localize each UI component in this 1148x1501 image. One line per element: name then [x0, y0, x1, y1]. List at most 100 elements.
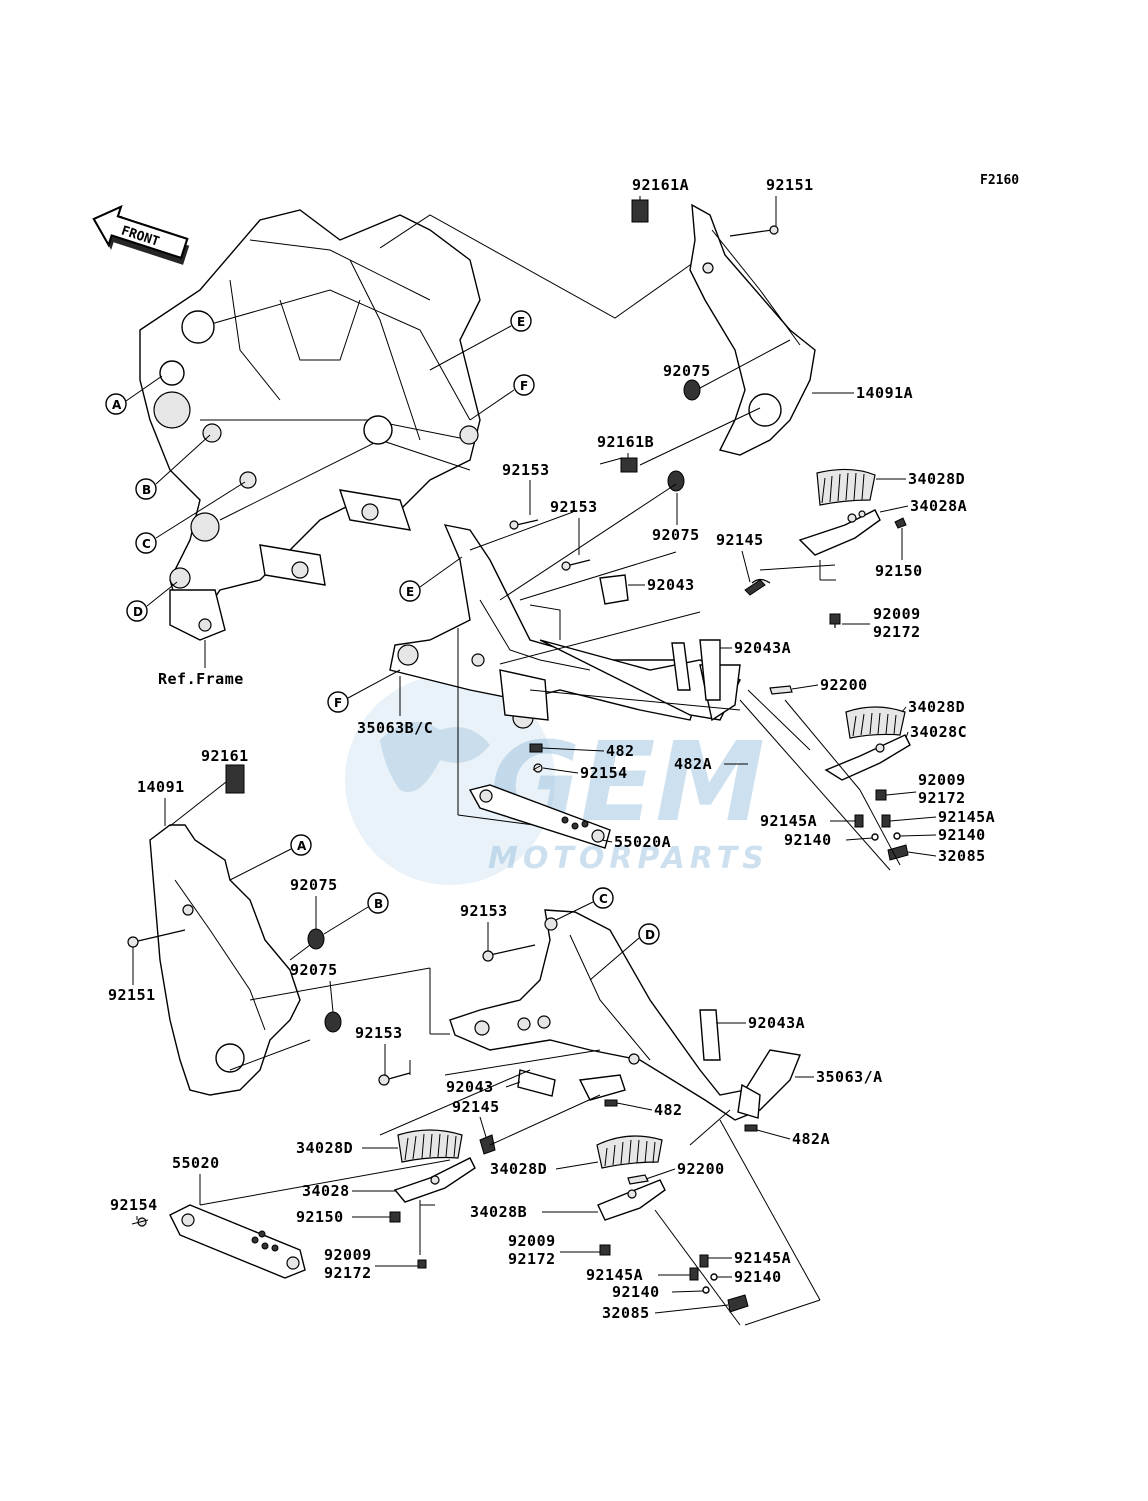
svg-text:E: E [517, 315, 525, 329]
bolt-92151-icon [729, 229, 773, 237]
label-55020a: 55020A [614, 833, 671, 851]
heel-guard-55020a [468, 763, 611, 849]
svg-text:F: F [334, 696, 342, 710]
svg-text:D: D [133, 605, 143, 619]
label-92043a-b: 92043A [748, 1014, 805, 1032]
label-92172-d: 92172 [508, 1250, 556, 1268]
callout-f-frame: F [469, 374, 535, 421]
right-bracket-35063bc [389, 483, 741, 834]
label-92009-c: 92009 [324, 1246, 372, 1264]
label-92153-b: 92153 [550, 498, 598, 516]
left-cover-14091 [127, 764, 431, 1096]
callout-e-frame: E [429, 310, 532, 371]
label-92161a: 92161A [632, 176, 689, 194]
label-482-b: 482 [654, 1101, 683, 1119]
callout-b-left-cover: B [323, 892, 389, 935]
watermark-sub: MOTORPARTS [488, 841, 769, 876]
label-482a-a: 482A [674, 755, 712, 773]
svg-text:A: A [297, 839, 307, 853]
label-92150-a: 92150 [875, 562, 923, 580]
label-34028a: 34028A [910, 497, 967, 515]
label-92200-a: 92200 [820, 676, 868, 694]
svg-text:C: C [142, 537, 151, 551]
label-92145a-d: 92145A [586, 1266, 643, 1284]
label-34028c: 34028C [910, 723, 967, 741]
reference-frame: Ref.Frame [139, 209, 701, 688]
grommet-92161b-icon [620, 457, 638, 473]
callout-c-lower: C [555, 887, 614, 921]
left-passenger-footpeg [596, 1135, 821, 1326]
svg-text:C: C [599, 892, 608, 906]
label-35063bc: 35063B/C [357, 719, 433, 737]
label-34028b: 34028B [470, 1203, 527, 1221]
label-32085-b: 32085 [602, 1304, 650, 1322]
callout-c-left: C [135, 481, 246, 554]
callout-d-lower: D [589, 923, 660, 981]
pin-92043-icon [599, 574, 629, 605]
diagram-code: F2160 [980, 173, 1019, 188]
front-arrow-icon: FRONT [92, 204, 190, 265]
label-92154-b: 92154 [110, 1196, 158, 1214]
label-92153-a: 92153 [502, 461, 550, 479]
svg-text:F: F [520, 379, 528, 393]
label-92151-b: 92151 [108, 986, 156, 1004]
label-92145a-a: 92145A [760, 812, 817, 830]
label-92075-a: 92075 [663, 362, 711, 380]
label-55020: 55020 [172, 1154, 220, 1172]
label-92009-a: 92009 [873, 605, 921, 623]
svg-text:E: E [406, 585, 414, 599]
label-34028d-b: 34028D [908, 698, 965, 716]
callout-d-left: D [126, 581, 178, 622]
label-92075-c: 92075 [290, 876, 338, 894]
svg-text:B: B [142, 483, 151, 497]
label-92075-d: 92075 [290, 961, 338, 979]
callout-b-left: B [135, 434, 211, 500]
left-rider-footpeg [389, 1129, 476, 1269]
collar-92075-icon [683, 379, 701, 401]
label-92043-b: 92043 [446, 1078, 494, 1096]
label-92172-a: 92172 [873, 623, 921, 641]
label-92140-d: 92140 [612, 1283, 660, 1301]
label-92150-b: 92150 [296, 1208, 344, 1226]
heel-guard-55020 [131, 1204, 306, 1279]
label-92145-b: 92145 [452, 1098, 500, 1116]
right-cover-14091a [599, 199, 816, 492]
label-92009-b: 92009 [918, 771, 966, 789]
label-92145a-c: 92145A [734, 1249, 791, 1267]
callout-a-left-cover: A [229, 834, 312, 881]
label-92075-b: 92075 [652, 526, 700, 544]
label-92140-c: 92140 [734, 1268, 782, 1286]
label-34028d-d: 34028D [490, 1160, 547, 1178]
label-14091: 14091 [137, 778, 185, 796]
label-34028: 34028 [302, 1182, 350, 1200]
ref-frame-label: Ref.Frame [158, 670, 244, 688]
label-35063a: 35063/A [816, 1068, 883, 1086]
label-92172-c: 92172 [324, 1264, 372, 1282]
label-14091a: 14091A [856, 384, 913, 402]
label-92145-a: 92145 [716, 531, 764, 549]
svg-text:B: B [374, 897, 383, 911]
pin-92043a-icon [699, 639, 721, 701]
grommet-92161a-icon [631, 199, 649, 223]
label-32085-a: 32085 [938, 847, 986, 865]
label-92200-b: 92200 [677, 1160, 725, 1178]
label-92043-a: 92043 [647, 576, 695, 594]
label-482a-b: 482A [792, 1130, 830, 1148]
right-passenger-footpeg [699, 639, 911, 871]
label-92151-top: 92151 [766, 176, 814, 194]
label-92153-c: 92153 [460, 902, 508, 920]
spring-92145-icon [744, 579, 766, 596]
label-34028d-c: 34028D [296, 1139, 353, 1157]
grommet-92161-icon [225, 764, 245, 794]
watermark: GEM MOTORPARTS [345, 675, 769, 885]
label-92161: 92161 [201, 747, 249, 765]
labels: 92161A 92151 92075 92161B 14091A 92153 9… [108, 176, 995, 1322]
watermark-main: GEM [490, 718, 765, 846]
callout-a-left: A [105, 375, 163, 415]
label-34028d-a: 34028D [908, 470, 965, 488]
label-482-a: 482 [606, 742, 635, 760]
label-92009-d: 92009 [508, 1232, 556, 1250]
label-92154-a: 92154 [580, 764, 628, 782]
